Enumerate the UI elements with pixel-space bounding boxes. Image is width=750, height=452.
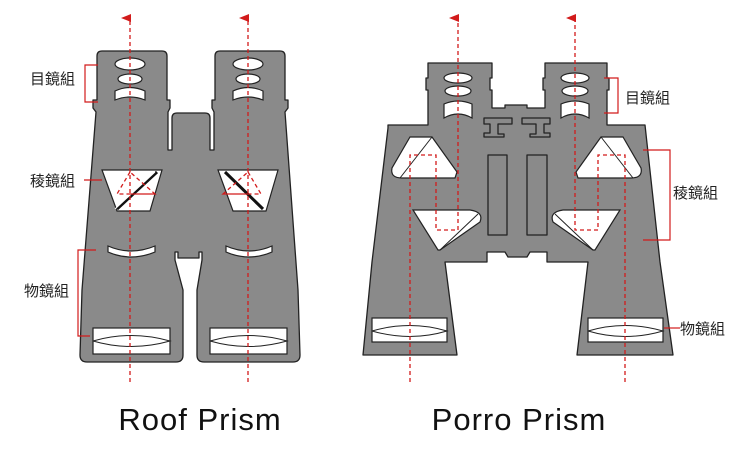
porro-right-optics — [551, 14, 665, 382]
light-ray-left — [409, 14, 459, 382]
label-eyepiece: 目鏡組 — [30, 70, 75, 88]
roof-prism-title: Roof Prism — [118, 402, 281, 437]
roof-prism-binocular: 目鏡組 稜鏡組 物鏡組 Roof Prism — [24, 14, 301, 437]
eyepiece-bracket — [84, 64, 98, 103]
label-prism: 稜鏡組 — [673, 184, 718, 202]
porro-center-hinge — [483, 117, 551, 236]
porro-body — [362, 62, 674, 356]
porro-prism-right-lower — [551, 209, 622, 251]
roof-body — [79, 50, 301, 363]
prism-bracket — [643, 149, 671, 241]
label-objective: 物鏡組 — [24, 282, 69, 300]
objective-bracket — [77, 249, 96, 337]
eyepiece-bracket — [604, 77, 619, 114]
roof-left-tube-optics — [92, 57, 172, 355]
porro-prism-binocular: 目鏡組 稜鏡組 物鏡組 Porro Prism — [362, 14, 725, 437]
porro-prism-title: Porro Prism — [432, 402, 607, 437]
label-objective: 物鏡組 — [680, 320, 725, 338]
light-ray-right — [566, 14, 626, 382]
label-prism: 稜鏡組 — [30, 172, 75, 190]
label-eyepiece: 目鏡組 — [625, 89, 670, 107]
porro-left-optics — [371, 14, 482, 382]
